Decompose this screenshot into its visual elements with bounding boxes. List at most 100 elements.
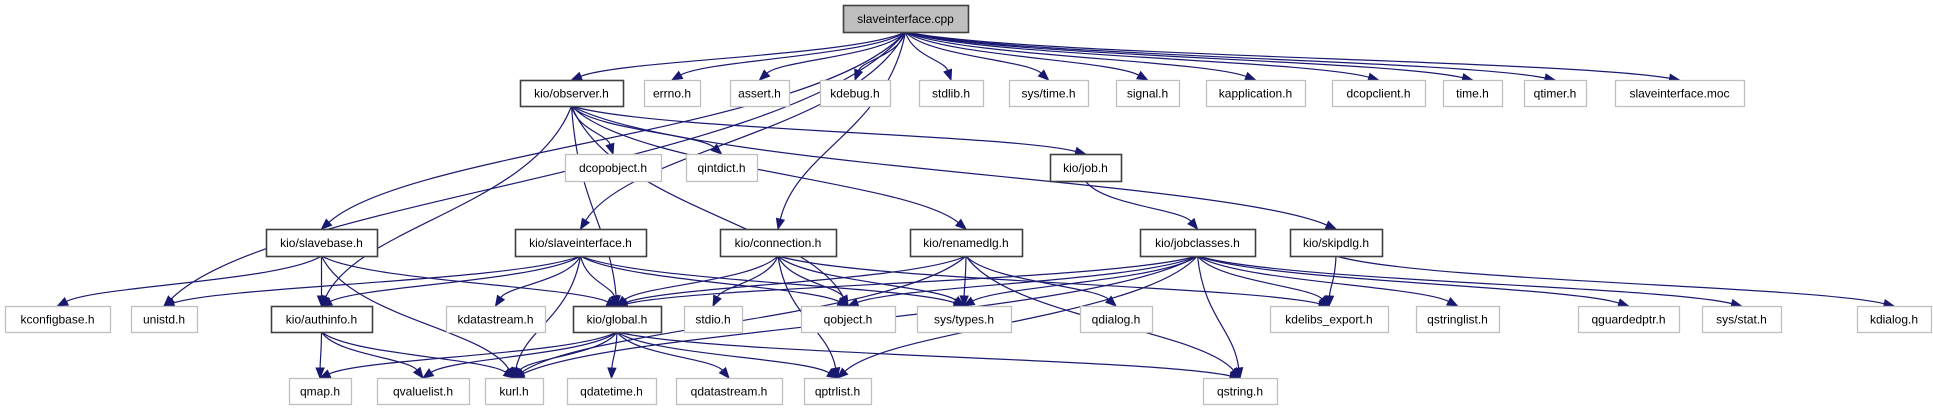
node-jobclasses[interactable]: kio/jobclasses.h: [1139, 228, 1257, 258]
node-box: [445, 305, 547, 334]
node-box: [1202, 377, 1279, 406]
edge-slaveinterface-to-kdatastream: [494, 255, 582, 308]
arrowhead-icon: [320, 218, 333, 230]
node-skipdlg[interactable]: kio/skipdlg.h: [1289, 228, 1384, 258]
arrowhead-icon: [607, 367, 617, 380]
node-systime: sys/time.h: [1008, 79, 1090, 108]
arrowhead-icon: [570, 71, 584, 81]
arrowhead-icon: [1445, 296, 1459, 307]
node-label: kio/authinfo.h: [286, 313, 357, 327]
node-label: kio/observer.h: [534, 87, 609, 101]
node-kdialog: kdialog.h: [1856, 305, 1933, 334]
arrowhead-icon: [758, 69, 771, 81]
node-qdialog: qdialog.h: [1079, 305, 1154, 334]
arrowhead-icon: [943, 68, 953, 82]
arrowhead-icon: [316, 295, 327, 308]
edge-skipdlg-to-kdelibs_export: [1324, 255, 1337, 308]
arrowhead-icon: [494, 294, 506, 308]
node-box: [800, 305, 897, 334]
arrowhead-icon: [954, 218, 968, 230]
node-label: errno.h: [653, 87, 691, 101]
node-box[interactable]: [265, 228, 379, 258]
edge-slavebase-to-global: [321, 255, 619, 307]
arrowhead-icon: [412, 366, 424, 380]
node-authinfo[interactable]: kio/authinfo.h: [270, 305, 374, 334]
edge-observer-to-global: [570, 105, 621, 308]
node-qtimer: qtimer.h: [1523, 79, 1588, 108]
node-box[interactable]: [1049, 153, 1123, 183]
node-box: [918, 79, 985, 108]
arrowhead-icon: [775, 217, 786, 231]
node-kapplication: kapplication.h: [1205, 79, 1307, 108]
edge-slaveinterface-to-authinfo: [320, 255, 581, 307]
node-box[interactable]: [1289, 228, 1384, 258]
node-box[interactable]: [719, 228, 838, 258]
node-box: [675, 377, 784, 406]
edge-global-to-kurl: [513, 331, 618, 380]
node-label: kdebug.h: [830, 87, 879, 101]
node-label: kdialog.h: [1870, 313, 1918, 327]
node-box: [564, 153, 663, 183]
node-box[interactable]: [1139, 228, 1257, 258]
node-label: kio/connection.h: [735, 236, 822, 250]
node-slaveinterface[interactable]: kio/slaveinterface.h: [514, 228, 648, 258]
edge-job-to-jobclasses: [1085, 180, 1199, 231]
arrowhead-icon: [1187, 217, 1199, 231]
node-root[interactable]: slaveinterface.cpp: [842, 4, 970, 34]
node-box: [130, 305, 199, 334]
node-errno: errno.h: [643, 79, 702, 108]
arrowhead-icon: [1244, 71, 1257, 81]
arrowhead-icon: [670, 70, 684, 81]
node-renamedlg[interactable]: kio/renamedlg.h: [909, 228, 1024, 258]
edge-connection-to-kdelibs_export: [777, 255, 1331, 309]
arrowhead-icon: [712, 294, 722, 308]
node-box[interactable]: [519, 79, 625, 108]
arrowhead-icon: [959, 295, 969, 308]
node-label: sys/stat.h: [1716, 313, 1767, 327]
node-sysstat: sys/stat.h: [1701, 305, 1783, 334]
edge-global-to-qstring: [616, 331, 1242, 381]
node-observer[interactable]: kio/observer.h: [519, 79, 625, 108]
node-box: [4, 305, 112, 334]
node-box: [1415, 305, 1501, 334]
node-label: kio/slavebase.h: [280, 236, 363, 250]
arrowhead-icon: [513, 366, 525, 380]
node-box: [1701, 305, 1783, 334]
node-label: sys/types.h: [934, 313, 994, 327]
node-label: kio/skipdlg.h: [1303, 236, 1369, 250]
edge-global-to-qmap: [318, 331, 618, 379]
node-box[interactable]: [514, 228, 648, 258]
edge-root-to-moc: [905, 31, 1681, 83]
arrowhead-icon: [605, 142, 615, 156]
node-connection[interactable]: kio/connection.h: [719, 228, 838, 258]
node-box: [1269, 305, 1390, 334]
node-box[interactable]: [909, 228, 1024, 258]
node-box: [819, 79, 892, 108]
node-moc: slaveinterface.moc: [1614, 79, 1746, 108]
arrowhead-icon: [836, 367, 849, 379]
node-global[interactable]: kio/global.h: [572, 305, 663, 334]
edge-root-to-qtimer: [905, 31, 1557, 83]
node-box: [803, 377, 873, 406]
node-label: qdatetime.h: [580, 385, 643, 399]
node-stdlib: stdlib.h: [918, 79, 985, 108]
node-qdatastream: qdatastream.h: [675, 377, 784, 406]
node-dcopclient: dcopclient.h: [1331, 79, 1427, 108]
edge-root-to-stdlib: [904, 31, 953, 82]
node-time: time.h: [1442, 79, 1504, 108]
node-label: qptrlist.h: [815, 385, 860, 399]
node-box: [566, 377, 658, 406]
node-box: [1205, 79, 1307, 108]
node-slavebase[interactable]: kio/slavebase.h: [265, 228, 379, 258]
node-job[interactable]: kio/job.h: [1049, 153, 1123, 183]
node-box[interactable]: [270, 305, 374, 334]
node-unistd: unistd.h: [130, 305, 199, 334]
node-box[interactable]: [842, 4, 970, 34]
node-label: qvaluelist.h: [393, 385, 453, 399]
edge-jobclasses-to-qptrlist: [836, 255, 1198, 379]
edge-observer-to-renamedlg: [571, 105, 968, 230]
edge-slavebase-to-authinfo: [316, 256, 327, 308]
node-qmap: qmap.h: [288, 377, 353, 406]
node-label: qguardedptr.h: [1591, 313, 1665, 327]
node-box[interactable]: [572, 305, 663, 334]
